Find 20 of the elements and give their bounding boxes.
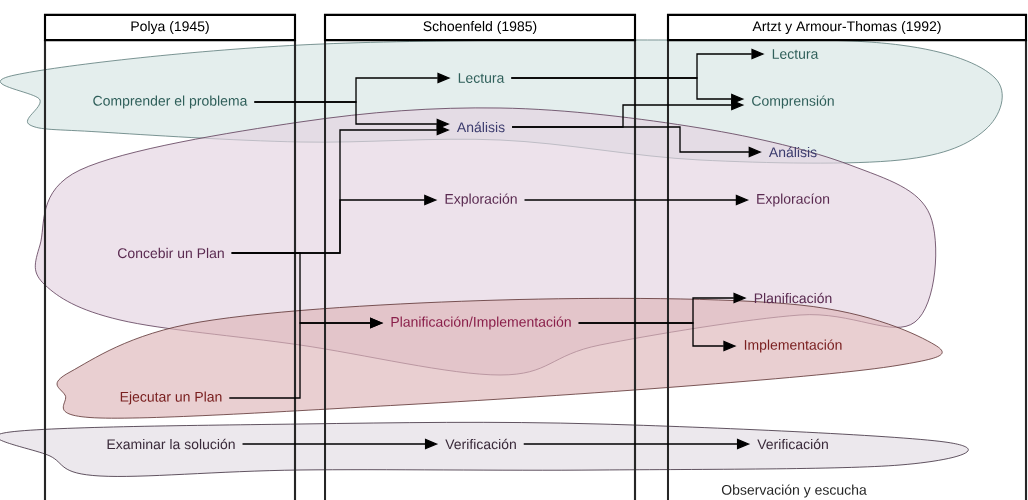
note-text: Observación y escucha	[721, 484, 867, 498]
step-label: Exploracíon	[757, 193, 830, 207]
step-label: Análisis	[456, 121, 505, 133]
step-label: Lectura	[458, 73, 505, 83]
step-label: Concebir un Plan	[118, 247, 224, 259]
step-label: Verificación	[445, 438, 516, 450]
step-label: Examinar la solución	[107, 438, 235, 450]
step-label: Análisis	[768, 146, 817, 158]
column-header: Schoenfeld (1985)	[323, 13, 637, 42]
step-label: Ejecutar un Plan	[120, 391, 222, 405]
step-label: Verificación	[757, 438, 828, 450]
step-label: Planificación	[754, 292, 832, 304]
step-label: Implementación	[744, 339, 842, 353]
column-header: Polya (1945)	[43, 13, 297, 42]
column-header: Artzt y Armour-Thomas (1992)	[666, 13, 1028, 42]
step-label: Planificación/Implementación	[391, 316, 571, 330]
step-label: Exploración	[445, 193, 517, 207]
step-label: Lectura	[772, 49, 819, 59]
step-label: Comprender el problema	[93, 95, 248, 109]
step-label: Comprensión	[752, 95, 834, 109]
